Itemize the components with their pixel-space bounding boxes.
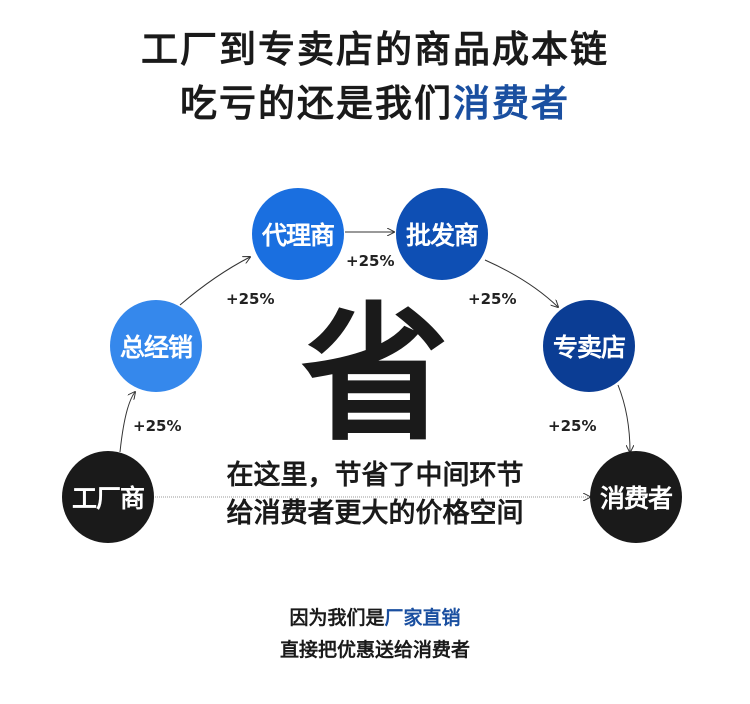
- node-store: 专卖店: [543, 300, 635, 392]
- center-line2: 给消费者更大的价格空间: [226, 498, 524, 529]
- markup-2: +25%: [226, 290, 275, 308]
- footer-line1: 因为我们是厂家直销: [0, 606, 750, 630]
- footer-prefix: 因为我们是: [289, 607, 385, 629]
- node-consumer: 消费者: [590, 451, 682, 543]
- markup-3: +25%: [346, 252, 395, 270]
- arrow-5: [617, 384, 630, 452]
- markup-4: +25%: [468, 290, 517, 308]
- footer-line2: 直接把优惠送给消费者: [279, 639, 470, 661]
- arrow-2: [179, 257, 250, 306]
- markup-1: +25%: [133, 417, 182, 435]
- arrow-4: [484, 259, 558, 307]
- markup-5: +25%: [548, 417, 597, 435]
- save-character: 省: [301, 289, 449, 461]
- title-line1: 工厂到专卖店的商品成本链: [141, 28, 609, 71]
- node-distributor: 总经销: [110, 300, 202, 392]
- title-line2: 吃亏的还是我们消费者: [0, 82, 750, 126]
- title-highlight: 消费者: [453, 82, 570, 125]
- node-factory: 工厂商: [62, 451, 154, 543]
- title-prefix: 吃亏的还是我们: [180, 82, 453, 125]
- node-wholesaler: 批发商: [396, 188, 488, 280]
- center-line1: 在这里，节省了中间环节: [226, 460, 524, 491]
- footer-highlight: 厂家直销: [384, 607, 461, 629]
- arrow-1: [119, 392, 135, 453]
- node-agent: 代理商: [252, 188, 344, 280]
